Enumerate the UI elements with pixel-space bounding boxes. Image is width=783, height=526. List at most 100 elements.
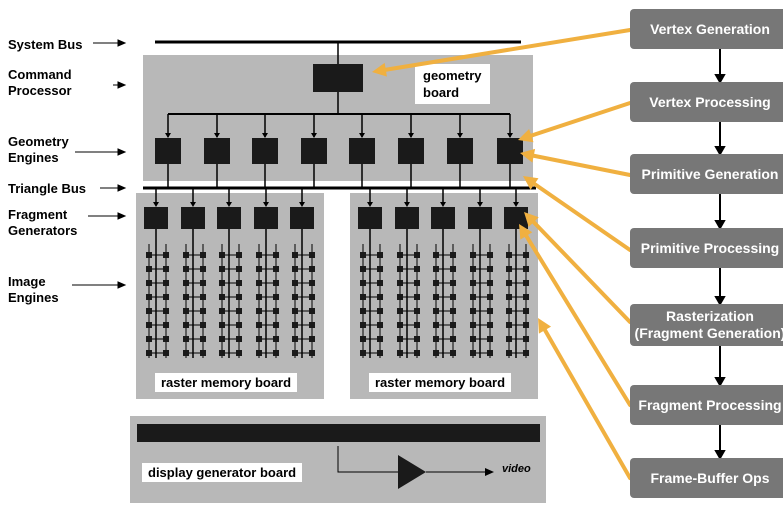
image-engine-chip — [183, 266, 189, 272]
image-engine-chip — [433, 336, 439, 342]
fragment-generator-chip — [504, 207, 528, 229]
image-engine-chip — [506, 294, 512, 300]
image-engine-chip — [236, 308, 242, 314]
image-engine-chip — [397, 322, 403, 328]
image-engine-chip — [219, 350, 225, 356]
image-engine-chip — [397, 308, 403, 314]
image-engine-chip — [414, 280, 420, 286]
display-board-label: display generator board — [142, 463, 303, 482]
image-engine-chip — [200, 294, 206, 300]
geometry-engine-chip — [349, 138, 375, 164]
image-engine-chip — [273, 280, 279, 286]
raster-board-right-label: raster memory board — [369, 373, 512, 392]
image-engine-chip — [236, 350, 242, 356]
geometry-board-label: geometry board — [415, 64, 490, 104]
image-engine-chip — [200, 308, 206, 314]
image-engine-chip — [397, 280, 403, 286]
image-engine-chip — [292, 294, 298, 300]
image-engine-chip — [219, 336, 225, 342]
image-engine-chip — [360, 252, 366, 258]
image-engine-chip — [163, 308, 169, 314]
image-engine-chip — [487, 350, 493, 356]
image-engine-chip — [292, 280, 298, 286]
image-engine-chip — [433, 266, 439, 272]
image-engine-chip — [309, 266, 315, 272]
image-engine-chip — [309, 308, 315, 314]
image-engine-chip — [523, 294, 529, 300]
image-engine-chip — [163, 336, 169, 342]
image-engine-chip — [377, 280, 383, 286]
image-engine-chip — [146, 252, 152, 258]
image-engine-chip — [256, 280, 262, 286]
fragment-generator-chip — [217, 207, 241, 229]
fragment-generator-chip — [358, 207, 382, 229]
image-engine-chip — [292, 336, 298, 342]
image-engine-chip — [236, 280, 242, 286]
callout-arrow — [518, 101, 632, 143]
callout-arrow — [519, 224, 632, 407]
image-engine-chip — [256, 294, 262, 300]
image-engine-chip — [219, 322, 225, 328]
image-engine-chip — [146, 336, 152, 342]
image-engine-chip — [360, 266, 366, 272]
image-engine-chip — [163, 350, 169, 356]
image-engine-chip — [219, 266, 225, 272]
image-engine-chip — [523, 308, 529, 314]
image-engine-chip — [163, 294, 169, 300]
image-engine-chip — [273, 294, 279, 300]
image-engine-chip — [433, 322, 439, 328]
callout-arrow — [520, 148, 632, 177]
geometry-engine-chip — [398, 138, 424, 164]
fragment-generator-chip — [395, 207, 419, 229]
geometry-engine-chip — [204, 138, 230, 164]
image-engine-chip — [360, 280, 366, 286]
image-engine-chip — [506, 308, 512, 314]
image-engine-chip — [256, 252, 262, 258]
image-engine-chip — [377, 322, 383, 328]
image-engine-chip — [360, 322, 366, 328]
image-engine-chip — [183, 294, 189, 300]
image-engine-chip — [256, 322, 262, 328]
image-engine-chip — [470, 322, 476, 328]
video-label: video — [502, 463, 531, 475]
image-engine-chip — [236, 266, 242, 272]
image-engine-chip — [200, 322, 206, 328]
image-engine-chip — [487, 280, 493, 286]
geometry-engine-chip — [155, 138, 181, 164]
image-engine-chip — [506, 252, 512, 258]
stage-vertex-generation: Vertex Generation — [630, 9, 783, 49]
image-engine-chip — [163, 252, 169, 258]
image-engine-chip — [450, 322, 456, 328]
image-engine-chip — [360, 336, 366, 342]
image-engine-chip — [163, 322, 169, 328]
image-engine-chip — [433, 350, 439, 356]
image-engine-chip — [397, 266, 403, 272]
image-engine-chip — [450, 280, 456, 286]
fragment-generator-chip — [431, 207, 455, 229]
image-engine-chip — [360, 308, 366, 314]
raster-board-left-label: raster memory board — [155, 373, 298, 392]
fragment-generator-chip — [181, 207, 205, 229]
image-engine-chip — [256, 266, 262, 272]
image-engine-chip — [506, 322, 512, 328]
label-image-engines: Image Engines — [8, 274, 59, 305]
image-engine-chip — [163, 266, 169, 272]
image-engine-chip — [183, 350, 189, 356]
geometry-engine-chip — [301, 138, 327, 164]
image-engine-chip — [450, 266, 456, 272]
label-geometry-engines: Geometry Engines — [8, 134, 69, 165]
image-engine-chip — [183, 336, 189, 342]
image-engine-chip — [506, 266, 512, 272]
image-engine-chip — [470, 280, 476, 286]
image-engine-chip — [377, 252, 383, 258]
image-engine-chip — [487, 308, 493, 314]
image-engine-chip — [470, 350, 476, 356]
geometry-engine-chip — [252, 138, 278, 164]
label-system-bus: System Bus — [8, 37, 83, 52]
image-engine-chip — [450, 350, 456, 356]
image-engine-chip — [200, 350, 206, 356]
image-engine-chip — [200, 252, 206, 258]
image-engine-chip — [523, 252, 529, 258]
image-engine-chip — [163, 280, 169, 286]
image-engine-chip — [397, 336, 403, 342]
